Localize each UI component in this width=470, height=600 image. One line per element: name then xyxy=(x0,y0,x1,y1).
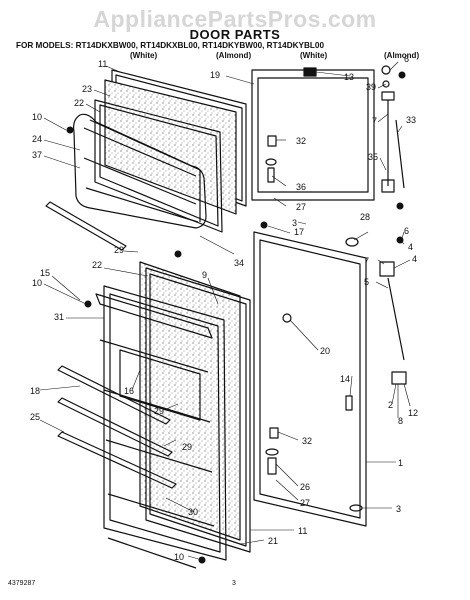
part-label: 10 xyxy=(32,112,42,122)
page-number: 3 xyxy=(232,580,236,587)
part-label: 19 xyxy=(210,70,220,80)
fridge-door-panel xyxy=(253,231,367,527)
part-label: 30 xyxy=(188,507,198,517)
color-note: (White) xyxy=(300,51,328,60)
fridge-door-shelf-rails xyxy=(57,365,197,569)
part-labels: 11 23 22 10 24 37 29 15 10 31 22 9 18 16… xyxy=(30,54,418,562)
part-label: 4 xyxy=(412,254,417,264)
part-label: 14 xyxy=(340,374,350,384)
fridge-door-liner xyxy=(103,285,227,561)
color-note: (Almond) xyxy=(216,51,252,60)
doc-number: 4379287 xyxy=(8,580,36,587)
color-note: (Almond) xyxy=(384,51,420,60)
part-label: 35 xyxy=(368,152,378,162)
part-label: 31 xyxy=(54,312,64,322)
part-label: 3 xyxy=(396,504,401,514)
part-label: 29 xyxy=(154,406,164,416)
part-label: 11 xyxy=(298,526,307,536)
part-label: 24 xyxy=(32,134,42,144)
part-label: 7 xyxy=(372,116,377,126)
part-label: 32 xyxy=(302,436,312,446)
part-label: 1 xyxy=(398,458,403,468)
color-note: (White) xyxy=(130,51,158,60)
part-label: 12 xyxy=(408,408,418,418)
part-label: 27 xyxy=(300,498,310,508)
freezer-door-liner xyxy=(94,99,223,233)
part-label: 27 xyxy=(296,202,306,212)
part-label: 8 xyxy=(398,416,403,426)
part-label: 23 xyxy=(82,84,92,94)
part-label: 18 xyxy=(30,386,40,396)
part-label: 22 xyxy=(74,98,84,108)
part-label: 10 xyxy=(174,552,184,562)
part-label: 39 xyxy=(366,82,376,92)
part-label: 13 xyxy=(344,72,354,82)
part-label: 17 xyxy=(294,227,304,237)
model-list: FOR MODELS: RT14DKXBW00, RT14DKXBL00, RT… xyxy=(16,41,324,50)
part-label: 33 xyxy=(406,115,416,125)
part-label: 15 xyxy=(40,268,50,278)
leader-lines xyxy=(39,61,411,561)
freezer-hinge-parts xyxy=(265,65,405,193)
part-label: 10 xyxy=(32,278,42,288)
part-label: 7 xyxy=(364,256,369,266)
fridge-hinge-parts xyxy=(265,237,407,512)
freezer-door-shelf-bin xyxy=(73,113,207,229)
part-label: 4 xyxy=(408,242,413,252)
part-label: 29 xyxy=(114,245,124,255)
part-label: 28 xyxy=(360,212,370,222)
part-label: 9 xyxy=(202,270,207,280)
part-label: 2 xyxy=(388,400,393,410)
part-label: 36 xyxy=(296,182,306,192)
part-label: 21 xyxy=(268,536,278,546)
part-label: 32 xyxy=(296,136,306,146)
part-label: 34 xyxy=(234,258,244,268)
part-label: 16 xyxy=(124,386,134,396)
part-label: 20 xyxy=(320,346,330,356)
part-label: 29 xyxy=(182,442,192,452)
part-label: 6 xyxy=(404,54,409,64)
part-label: 37 xyxy=(32,150,42,160)
watermark: AppliancePartsPros.com xyxy=(93,6,377,32)
freezer-door-shelf-rail xyxy=(45,201,127,251)
part-label: 11 xyxy=(98,59,107,69)
part-label: 3 xyxy=(292,218,297,228)
part-label: 6 xyxy=(404,226,409,236)
part-label: 26 xyxy=(300,482,310,492)
part-label: 5 xyxy=(364,277,369,287)
part-label: 25 xyxy=(30,412,40,422)
fridge-door-insulation xyxy=(139,261,241,541)
part-label: 22 xyxy=(92,260,102,270)
page-title: DOOR PARTS xyxy=(189,27,281,42)
freezer-door-panel xyxy=(251,69,375,201)
